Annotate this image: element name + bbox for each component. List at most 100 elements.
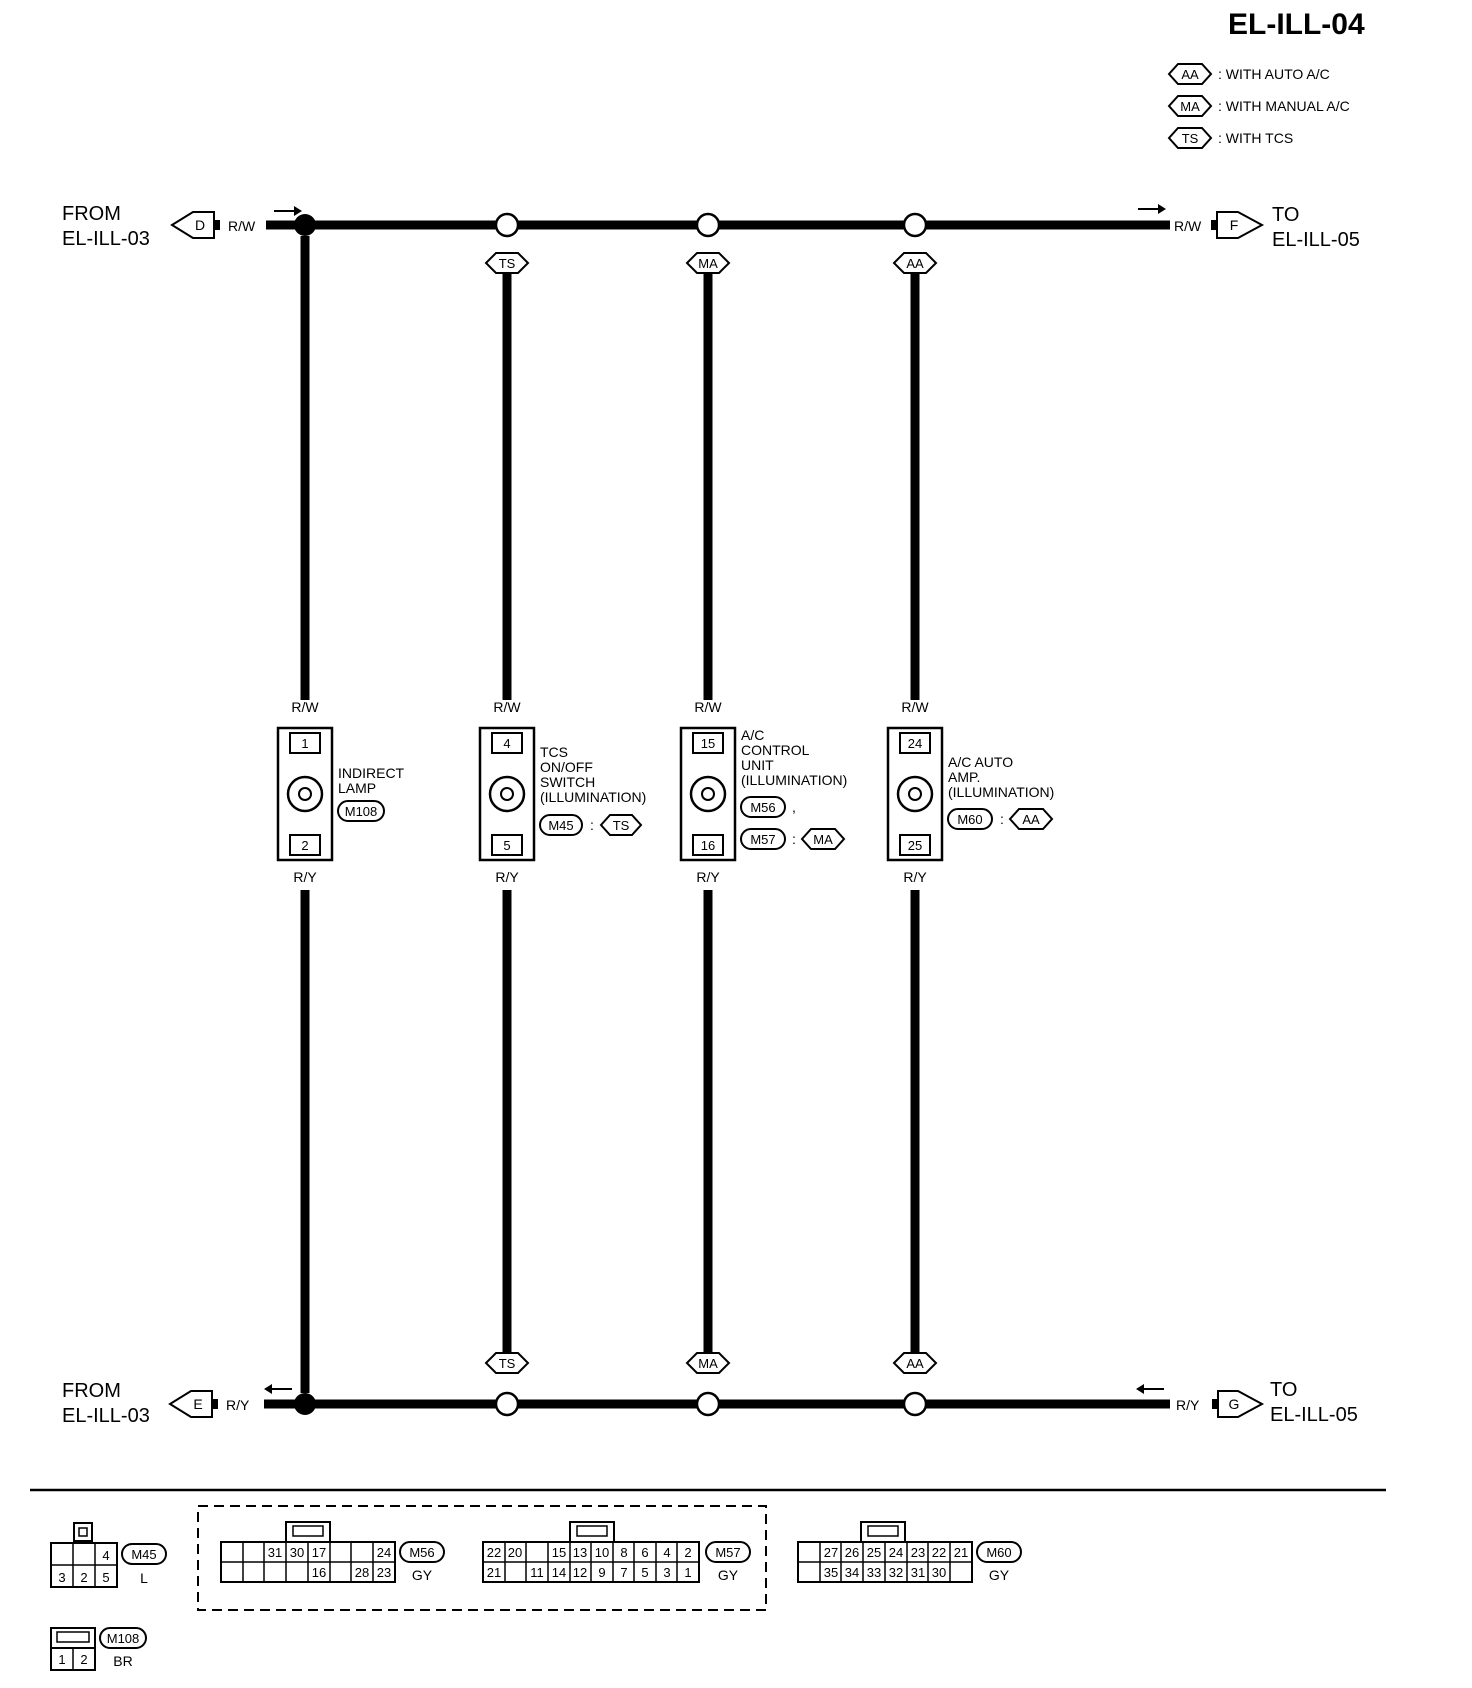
svg-text:TO: TO [1272, 204, 1299, 226]
svg-text:R/Y: R/Y [1176, 1397, 1200, 1413]
svg-text:INDIRECT: INDIRECT [338, 765, 405, 781]
svg-text:: WITH TCS: : WITH TCS [1218, 130, 1293, 146]
svg-text:5: 5 [503, 838, 510, 853]
svg-text:TS: TS [1182, 131, 1199, 146]
svg-text:2: 2 [80, 1652, 87, 1667]
svg-text:R/Y: R/Y [293, 869, 317, 885]
svg-text:R/W: R/W [228, 218, 256, 234]
svg-text:16: 16 [701, 838, 715, 853]
splice-bottom-ts [494, 1391, 520, 1417]
svg-text:28: 28 [355, 1565, 369, 1580]
svg-text:2: 2 [301, 838, 308, 853]
svg-text:22: 22 [932, 1545, 946, 1560]
connector-face-m57: 22 20 15 13 10 8 6 4 2 21 11 14 12 9 7 5… [482, 1521, 751, 1583]
lamp-icon [488, 775, 526, 813]
svg-text:1: 1 [58, 1652, 65, 1667]
connector-f-flag [1216, 211, 1265, 239]
svg-text:AMP.: AMP. [948, 769, 980, 785]
svg-text:R/W: R/W [901, 699, 929, 715]
svg-text:F: F [1230, 217, 1239, 233]
splice-top-ma [695, 212, 721, 238]
svg-text:9: 9 [598, 1565, 605, 1580]
svg-text:GY: GY [989, 1567, 1010, 1583]
svg-text:13: 13 [573, 1545, 587, 1560]
svg-text:30: 30 [932, 1565, 946, 1580]
svg-text:AA: AA [906, 256, 924, 271]
vertical-wires [300, 236, 920, 1393]
svg-text:3: 3 [58, 1570, 65, 1585]
svg-text:M45: M45 [548, 818, 573, 833]
svg-text:BR: BR [113, 1653, 132, 1669]
svg-text:MA: MA [1180, 99, 1200, 114]
svg-text:35: 35 [824, 1565, 838, 1580]
svg-text:R/W: R/W [493, 699, 521, 715]
splice-bottom-aa [902, 1391, 928, 1417]
branch-tag-top-ts: TS [484, 252, 530, 274]
svg-text:EL-ILL-03: EL-ILL-03 [62, 1405, 150, 1427]
svg-text:AA: AA [906, 1356, 924, 1371]
connector-d-flag [170, 211, 215, 239]
svg-text:E: E [193, 1396, 202, 1412]
svg-text:R/Y: R/Y [226, 1397, 250, 1413]
splice-top-main [294, 214, 316, 236]
svg-text:30: 30 [290, 1545, 304, 1560]
svg-text:A/C: A/C [741, 727, 764, 743]
connector-g-flag [1217, 1390, 1265, 1418]
svg-text:26: 26 [845, 1545, 859, 1560]
svg-text:R/W: R/W [291, 699, 319, 715]
svg-text:M56: M56 [750, 800, 775, 815]
svg-text:: WITH AUTO A/C: : WITH AUTO A/C [1218, 66, 1330, 82]
svg-text:(ILLUMINATION): (ILLUMINATION) [540, 789, 646, 805]
svg-text:5: 5 [102, 1570, 109, 1585]
svg-text::: : [792, 831, 796, 847]
legend: AA : WITH AUTO A/C MA : WITH MANUAL A/C … [1167, 63, 1350, 149]
svg-text:M56: M56 [409, 1545, 434, 1560]
svg-text:M108: M108 [107, 1631, 140, 1646]
component-ac-auto-amp: R/W 24 25 R/Y A/C AUTO AMP. (ILLUMINATIO… [886, 699, 1054, 885]
svg-text:2: 2 [684, 1545, 691, 1560]
svg-text:MA: MA [813, 832, 833, 847]
svg-text:M60: M60 [986, 1545, 1011, 1560]
legend-item-ma: MA : WITH MANUAL A/C [1167, 95, 1350, 117]
svg-text:M57: M57 [750, 832, 775, 847]
svg-text:4: 4 [663, 1545, 670, 1560]
svg-text:17: 17 [312, 1545, 326, 1560]
connector-face-m108: 1 2 M108 BR [50, 1627, 147, 1671]
svg-text:25: 25 [867, 1545, 881, 1560]
svg-text:ON/OFF: ON/OFF [540, 759, 593, 775]
svg-text:31: 31 [268, 1545, 282, 1560]
svg-text::: : [1000, 811, 1004, 827]
svg-text::: : [590, 817, 594, 833]
svg-text:L: L [140, 1570, 148, 1586]
svg-text:24: 24 [889, 1545, 903, 1560]
branch-tag-bottom-ma: MA [685, 1352, 731, 1374]
svg-text:(ILLUMINATION): (ILLUMINATION) [948, 784, 1054, 800]
svg-text:GY: GY [412, 1567, 433, 1583]
svg-text:33: 33 [867, 1565, 881, 1580]
component-ac-control-unit: R/W 15 16 R/Y A/C CONTROL UNIT (ILLUMINA… [679, 699, 847, 885]
lamp-icon [896, 775, 934, 813]
connector-face-m45: 4 3 2 5 M45 L [50, 1522, 167, 1588]
svg-text:TS: TS [613, 818, 630, 833]
svg-text:UNIT: UNIT [741, 757, 774, 773]
svg-text:EL-ILL-05: EL-ILL-05 [1272, 229, 1360, 251]
svg-text:6: 6 [641, 1545, 648, 1560]
branch-tag-top-ma: MA [685, 252, 731, 274]
svg-text:7: 7 [620, 1565, 627, 1580]
svg-text:FROM: FROM [62, 1380, 121, 1402]
lamp-icon [286, 775, 324, 813]
svg-text:M45: M45 [131, 1547, 156, 1562]
svg-text:14: 14 [552, 1565, 566, 1580]
branch-tag-top-aa: AA [892, 252, 938, 274]
svg-text:2: 2 [80, 1570, 87, 1585]
svg-text:R/Y: R/Y [903, 869, 927, 885]
svg-text:32: 32 [889, 1565, 903, 1580]
svg-text:23: 23 [911, 1545, 925, 1560]
svg-text:M108: M108 [345, 804, 378, 819]
svg-text:EL-ILL-03: EL-ILL-03 [62, 228, 150, 250]
legend-item-ts: TS : WITH TCS [1167, 127, 1293, 149]
svg-text:5: 5 [641, 1565, 648, 1580]
svg-text:27: 27 [824, 1545, 838, 1560]
svg-text:TS: TS [499, 256, 516, 271]
